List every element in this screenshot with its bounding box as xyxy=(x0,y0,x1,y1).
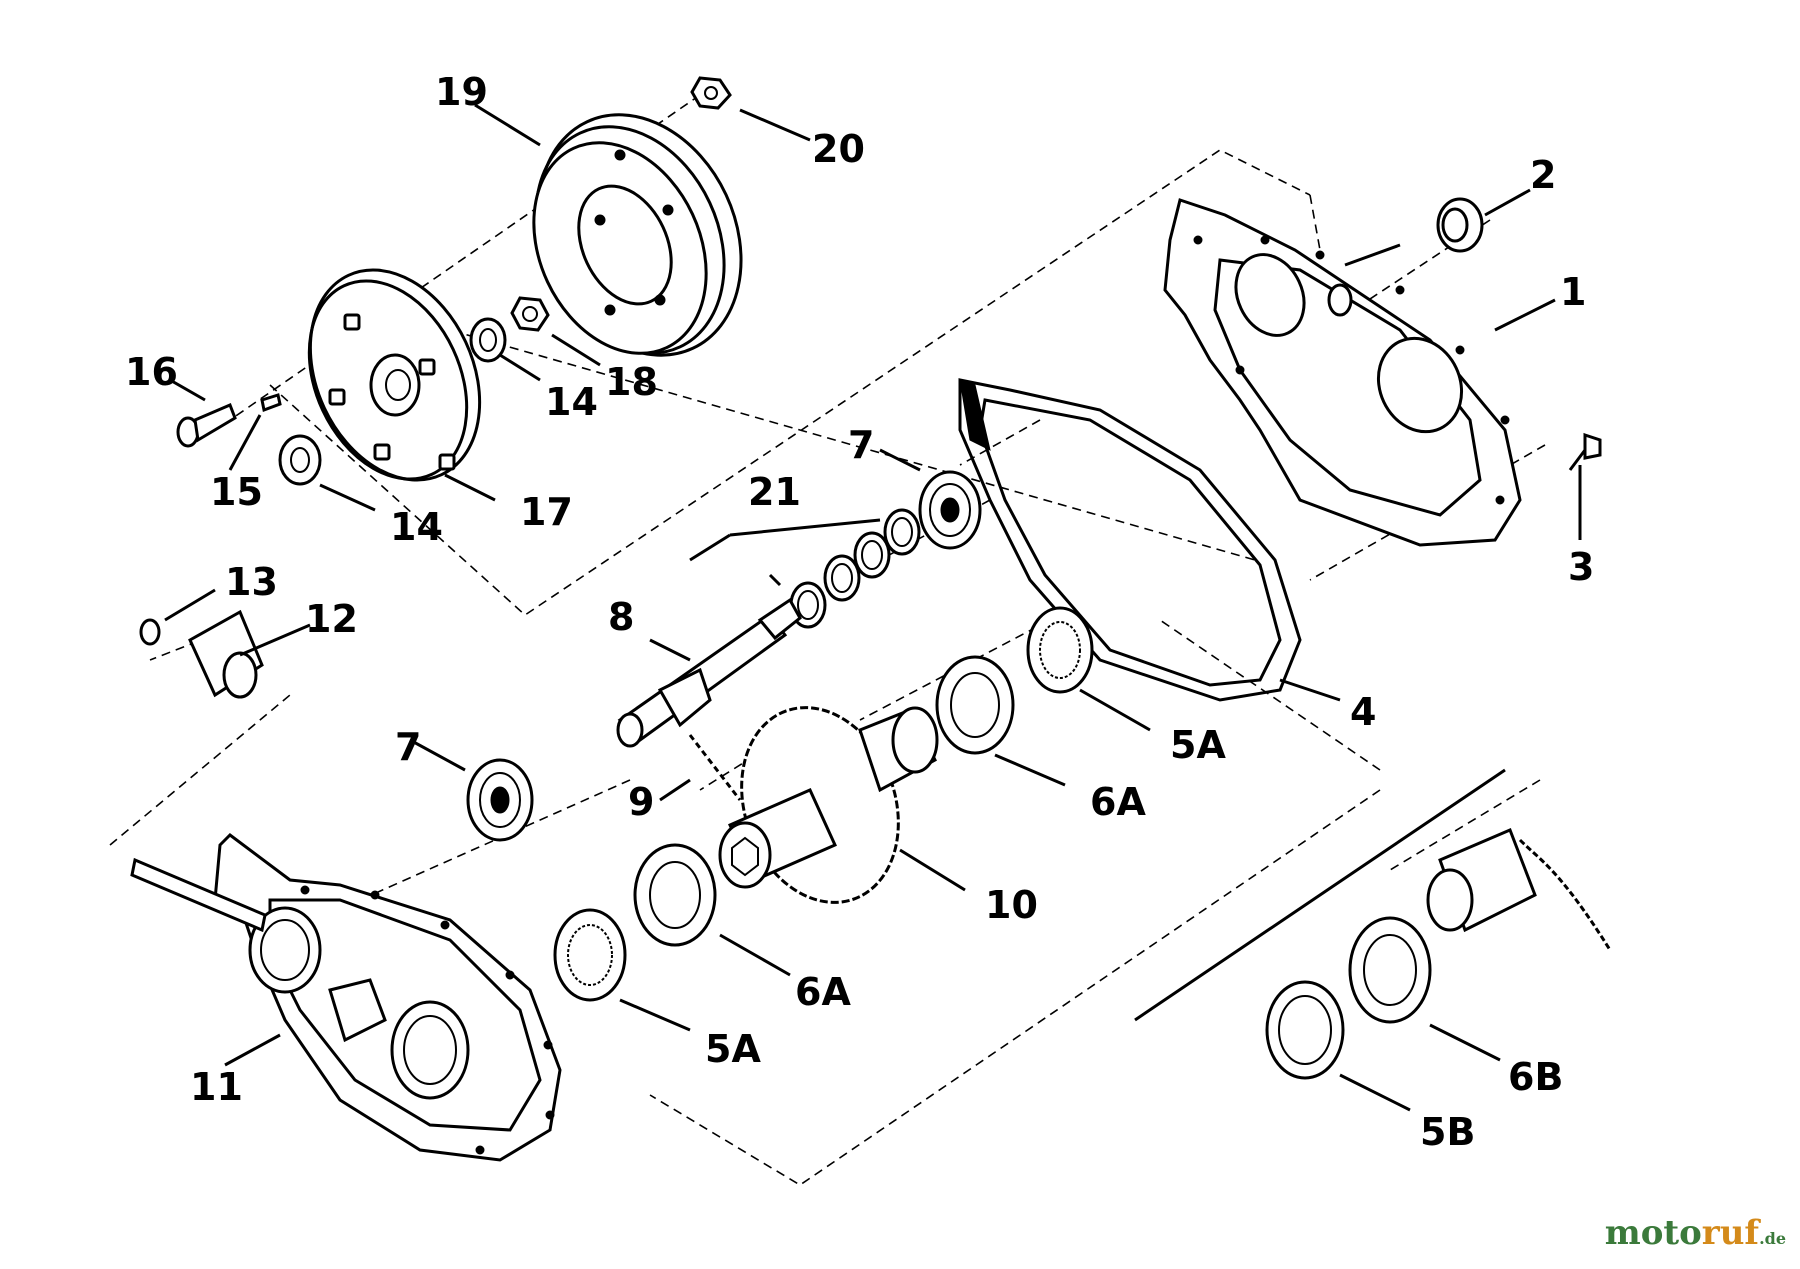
label-part-6a-top: 6A xyxy=(1090,780,1146,824)
label-part-7-top: 7 xyxy=(848,423,874,467)
pulley xyxy=(532,113,743,357)
watermark-part1: moto xyxy=(1604,1213,1702,1253)
label-part-5a-bottom: 5A xyxy=(705,1027,761,1071)
label-part-15: 15 xyxy=(210,470,263,514)
gasket xyxy=(958,378,1302,702)
needle-bearing-lower xyxy=(553,908,627,1002)
label-part-6a-bottom: 6A xyxy=(795,970,851,1014)
ball-bearing-upper xyxy=(918,470,982,550)
housing-left xyxy=(130,833,562,1162)
label-part-5b: 5B xyxy=(1420,1110,1475,1154)
label-part-12: 12 xyxy=(305,597,358,641)
pulley-nut xyxy=(690,76,732,110)
watermark-part3: .de xyxy=(1759,1229,1786,1248)
alternate-assembly xyxy=(1134,768,1612,1080)
housing-cover-right xyxy=(1163,198,1522,547)
bearing-cup-lower xyxy=(633,843,717,947)
spacer-tube xyxy=(188,609,264,699)
bearing-cup-upper xyxy=(935,655,1015,755)
label-part-11: 11 xyxy=(190,1065,243,1109)
watermark-part2: ruf xyxy=(1701,1213,1760,1253)
leader-lines xyxy=(164,103,1582,1112)
label-part-2: 2 xyxy=(1530,153,1556,197)
retaining-clip xyxy=(139,618,161,646)
label-part-7-bottom: 7 xyxy=(395,725,421,769)
site-watermark: motoruf.de xyxy=(1605,1213,1786,1253)
woodruff-key xyxy=(260,393,282,413)
label-part-14-top: 14 xyxy=(545,380,598,424)
oil-seal xyxy=(1436,197,1484,253)
label-part-5a-top: 5A xyxy=(1170,723,1226,767)
drive-shaft xyxy=(616,597,802,748)
driven-sprocket xyxy=(718,706,939,904)
washer-lower xyxy=(278,434,322,486)
hub-bolt xyxy=(176,403,237,448)
label-part-3: 3 xyxy=(1568,545,1594,589)
part-number-labels: 1 2 3 4 5A 6A 7 21 8 9 10 6A 5A 6B 5B 11… xyxy=(125,70,1594,1154)
cover-screw xyxy=(1568,432,1602,471)
label-part-17: 17 xyxy=(520,490,573,534)
label-part-10: 10 xyxy=(985,883,1038,927)
label-part-13: 13 xyxy=(225,560,278,604)
label-part-8: 8 xyxy=(608,595,634,639)
label-part-9: 9 xyxy=(628,780,654,824)
label-part-6b: 6B xyxy=(1508,1055,1563,1099)
washer-upper xyxy=(469,317,507,363)
hub-plate xyxy=(307,268,482,482)
ball-bearing-lower xyxy=(466,758,534,842)
label-part-18: 18 xyxy=(605,360,658,404)
label-part-14-bottom: 14 xyxy=(390,505,443,549)
hub-nut xyxy=(510,296,550,332)
label-part-19: 19 xyxy=(435,70,488,114)
label-part-1: 1 xyxy=(1560,270,1586,314)
label-part-4: 4 xyxy=(1350,690,1376,734)
drive-chain xyxy=(688,734,742,801)
label-part-20: 20 xyxy=(812,127,865,171)
label-part-21: 21 xyxy=(748,470,801,514)
label-part-16: 16 xyxy=(125,350,178,394)
needle-bearing-upper xyxy=(1026,606,1094,694)
